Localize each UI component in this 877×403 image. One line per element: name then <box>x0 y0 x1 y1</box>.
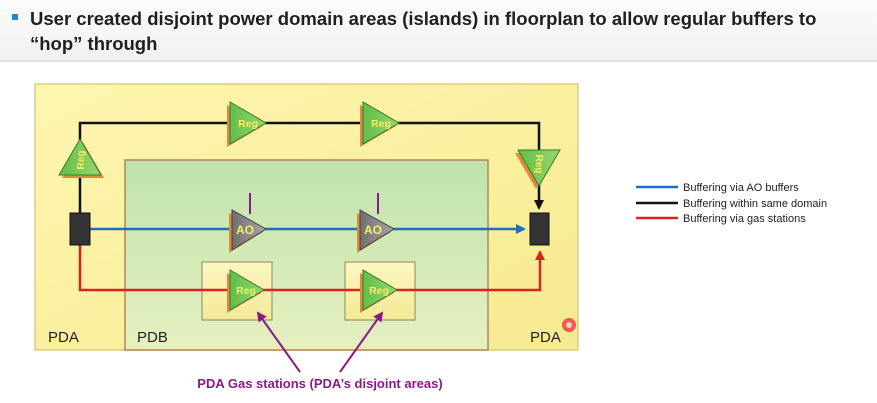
gas-station-caption: PDA Gas stations (PDA’s disjoint areas) <box>197 376 442 391</box>
reg-buffer-gas-right: Reg <box>360 269 398 313</box>
legend-item-gas: Buffering via gas stations <box>683 213 806 225</box>
reg-label: Reg <box>371 118 391 130</box>
legend-item-ao: Buffering via AO buffers <box>683 182 799 194</box>
title-divider <box>0 60 877 62</box>
pdb-label: PDB <box>137 329 168 346</box>
reg-buffer-top-right: Reg <box>360 101 400 147</box>
bullet-icon <box>12 14 18 20</box>
pdb-domain-box <box>124 159 489 351</box>
legend-item-same-domain: Buffering within same domain <box>683 198 827 210</box>
reg-label: Reg <box>238 118 258 130</box>
reg-label: Reg <box>236 285 256 297</box>
slide-title: User created disjoint power domain areas… <box>30 8 817 54</box>
pda-label-left: PDA <box>48 329 79 346</box>
reg-buffer-left-vertical: Reg <box>58 138 104 178</box>
sink-cell <box>529 212 550 246</box>
reg-buffer-top-left: Reg <box>227 101 267 147</box>
callout-arrow-left <box>256 311 301 373</box>
reg-label: Reg <box>369 285 389 297</box>
gas-station-path <box>78 245 545 292</box>
reg-buffer-gas-left: Reg <box>227 269 265 313</box>
title-bar: User created disjoint power domain areas… <box>0 0 877 60</box>
ao-buffer-left: AO <box>229 193 267 253</box>
source-cell <box>69 212 91 246</box>
ao-buffer-right: AO <box>357 193 395 253</box>
legend: Buffering via AO buffers Buffering withi… <box>636 182 827 225</box>
reg-buffer-right-vertical: Reg <box>515 149 561 189</box>
reg-label: Reg <box>533 155 544 174</box>
ao-label: AO <box>236 223 254 237</box>
callout-arrow-right <box>339 311 384 373</box>
reg-label: Reg <box>76 151 87 170</box>
pda-label-right: PDA <box>530 329 561 346</box>
ao-label: AO <box>364 223 382 237</box>
cursor-pointer-icon <box>562 318 576 332</box>
